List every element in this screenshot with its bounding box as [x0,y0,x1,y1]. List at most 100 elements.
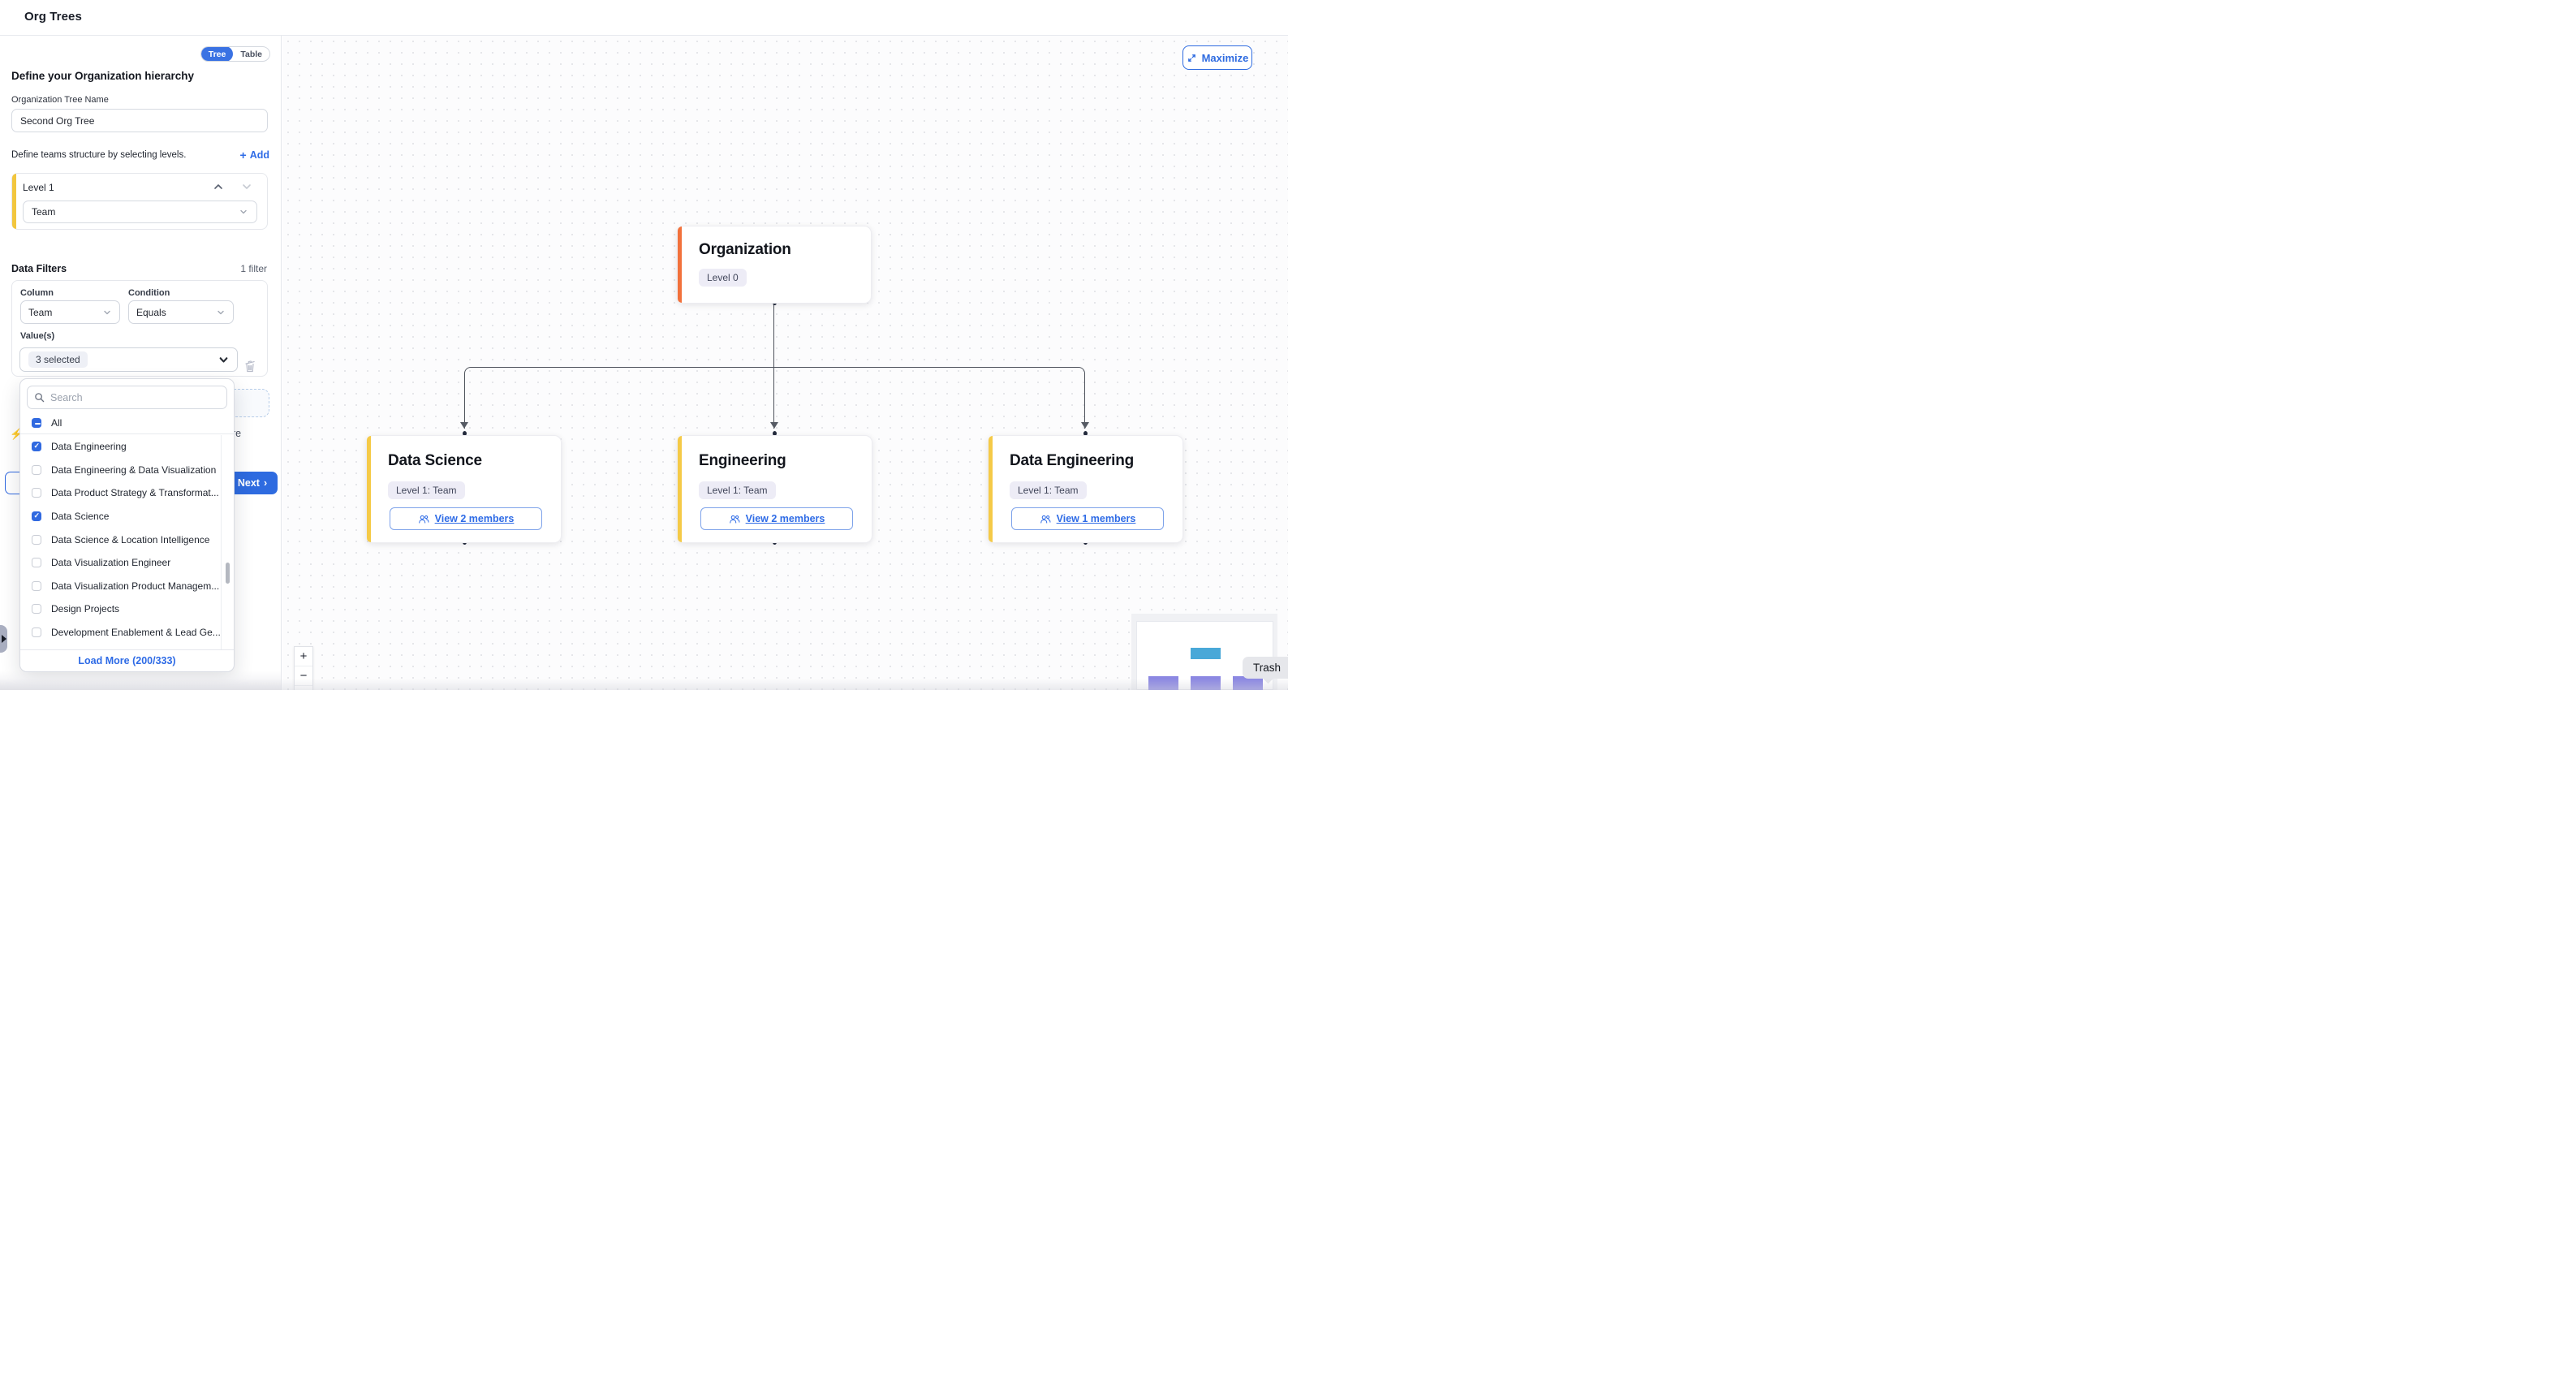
load-more-label: Load More (200/333) [78,655,176,666]
node-title: Data Engineering [1010,452,1135,469]
data-filters-header: Data Filters 1 filter [11,263,267,274]
members-icon [418,515,429,524]
org-node-data-engineering[interactable]: Data Engineering Level 1: Team View 1 me… [988,435,1183,543]
option-label: Data Science [51,511,110,523]
level-title: Level 1 [23,182,54,193]
node-title: Engineering [699,452,786,469]
option-checkbox[interactable] [32,627,41,638]
condition-value: Equals [136,306,166,318]
value-option-row[interactable]: Data Visualization Product Managem... [20,574,221,598]
members-icon [729,515,740,524]
remove-filter-button[interactable] [243,359,256,373]
minimap-child-node [1191,676,1221,690]
add-level-button[interactable]: + Add [240,149,270,161]
dropdown-scrollbar-thumb[interactable] [226,563,230,584]
node-level-badge: Level 0 [699,269,747,287]
column-select[interactable]: Team [20,300,120,324]
tree-name-input[interactable] [11,109,268,132]
value-option-row[interactable]: Development Enablement & Lead Ge... [20,620,221,645]
option-checkbox[interactable] [32,534,41,545]
node-accent-bar [367,436,371,542]
org-node-root[interactable]: Organization Level 0 [677,226,872,304]
next-button[interactable]: Next › [227,472,278,494]
move-level-up-button[interactable] [213,181,224,192]
level-type-value: Team [32,206,56,218]
org-node-data-science[interactable]: Data Science Level 1: Team View 2 member… [366,435,562,543]
select-all-checkbox[interactable] [32,418,41,428]
dropdown-search[interactable] [27,386,227,409]
maximize-label: Maximize [1201,51,1249,64]
condition-select[interactable]: Equals [128,300,234,324]
level-type-select[interactable]: Team [23,201,257,223]
node-level-badge: Level 1: Team [699,481,776,499]
org-chart-canvas[interactable]: Maximize Organization Level 0 Data Scien… [282,36,1288,690]
chevron-down-icon [104,310,110,314]
option-label: Data Engineering [51,441,127,453]
hierarchy-sidebar: Tree Table Define your Organization hier… [0,36,282,690]
zoom-controls: + − [294,646,313,690]
option-checkbox[interactable] [32,604,41,615]
tab-table[interactable]: Table [240,49,262,59]
arrowhead-icon [1080,422,1089,429]
chevron-down-icon [218,310,224,314]
members-icon [1040,515,1051,524]
condition-label: Condition [128,288,170,298]
node-level-badge: Level 1: Team [1010,481,1087,499]
sidebar-bottom-fade [0,671,281,690]
page-header: Org Trees [0,0,1288,36]
option-checkbox[interactable] [32,511,41,522]
option-checkbox[interactable] [32,558,41,568]
arrowhead-icon [769,422,778,429]
option-label: Data Visualization Engineer [51,557,171,569]
zoom-in-button[interactable]: + [295,647,312,666]
node-accent-bar [678,226,682,303]
org-node-engineering[interactable]: Engineering Level 1: Team View 2 members [677,435,872,543]
view-members-button[interactable]: View 2 members [700,507,853,530]
option-label: Data Visualization Product Managem... [51,580,220,592]
minimap-viewport[interactable] [1136,621,1273,690]
node-handle-dot [772,431,777,436]
next-label: Next [237,477,260,489]
option-checkbox[interactable] [32,464,41,475]
option-checkbox[interactable] [32,580,41,591]
caret-right-icon [2,635,6,643]
option-checkbox[interactable] [32,488,41,498]
value-options-list[interactable]: Data Engineering Data Engineering & Data… [20,435,222,651]
view-members-label: View 2 members [434,513,515,524]
level-card: Level 1 Team [11,173,268,230]
value-option-row[interactable]: Data Visualization Engineer [20,550,221,575]
value-option-row[interactable]: Data Engineering [20,435,221,459]
add-level-label: Add [249,149,269,161]
tab-tree[interactable]: Tree [200,47,234,61]
values-multiselect[interactable]: 3 selected [19,347,238,372]
collapse-panel-handle[interactable] [0,625,7,653]
search-input[interactable] [50,391,220,403]
fit-view-button[interactable] [295,686,312,690]
chevron-right-icon: › [263,477,268,489]
node-handle-dot [462,431,467,436]
value-option-row[interactable]: Data Engineering & Data Visualization [20,458,221,482]
view-members-button[interactable]: View 1 members [1011,507,1164,530]
org-trees-app: Org Trees Tree Table Define your Organiz… [0,0,1288,690]
levels-row: Define teams structure by selecting leve… [11,149,269,161]
select-all-row[interactable]: All [20,412,234,434]
load-more-button[interactable]: Load More (200/333) [20,649,234,671]
maximize-button[interactable]: Maximize [1182,45,1252,70]
value-option-row[interactable]: Data Science & Location Intelligence [20,528,221,551]
chevron-up-icon [214,184,222,189]
trash-icon [245,360,255,373]
value-option-row[interactable]: Data Product Strategy & Transformat... [20,481,221,505]
node-level-badge: Level 1: Team [388,481,465,499]
value-option-row[interactable]: Data Science [20,504,221,528]
option-label: Development Enablement & Lead Ge... [51,627,221,639]
chevron-down-icon [219,356,228,363]
plus-icon: + [239,149,247,162]
value-option-row[interactable]: Design Projects [20,597,221,621]
chevron-down-icon [240,209,247,214]
move-level-down-button[interactable] [241,181,252,192]
option-checkbox[interactable] [32,442,41,452]
zoom-out-button[interactable]: − [295,666,312,686]
view-members-button[interactable]: View 2 members [390,507,542,530]
node-accent-bar [989,436,993,542]
values-dropdown-panel: All Data Engineering Data Engineering & … [19,378,235,672]
